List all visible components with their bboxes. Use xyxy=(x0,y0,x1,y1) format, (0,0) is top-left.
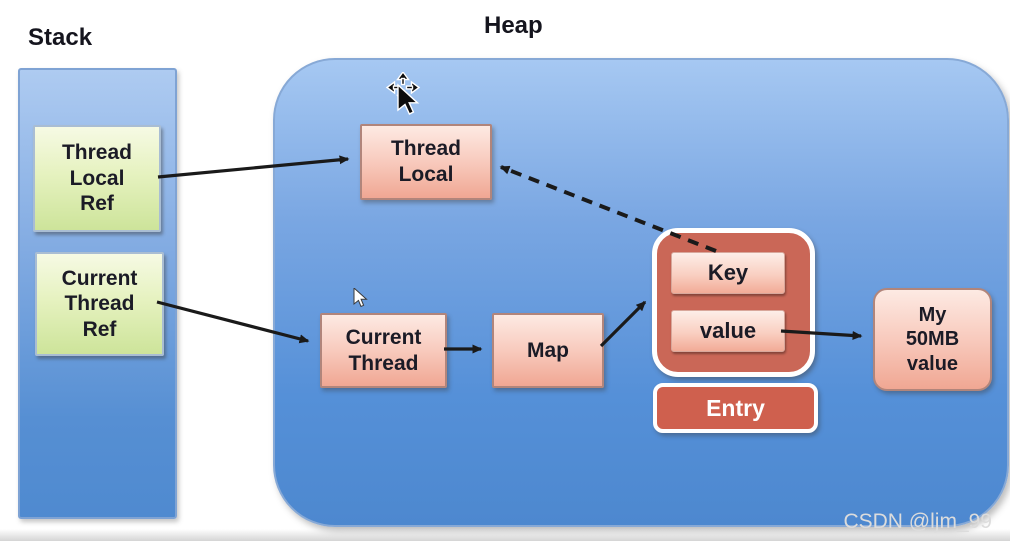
node-key: Key xyxy=(671,252,785,294)
heap-title: Heap xyxy=(484,12,543,39)
node-thread-local: Thread Local xyxy=(360,124,492,200)
entry-label: Entry xyxy=(653,383,818,433)
node-my-50mb-value: My 50MB value xyxy=(873,288,992,391)
watermark: CSDN @ljm_99 xyxy=(843,510,992,533)
node-value: value xyxy=(671,310,785,352)
bottom-shadow xyxy=(0,529,1010,541)
node-map: Map xyxy=(492,313,604,388)
node-thread-local-ref: Thread Local Ref xyxy=(33,125,161,232)
node-current-thread: Current Thread xyxy=(320,313,447,388)
entry-container: Key value xyxy=(652,228,815,377)
stack-title: Stack xyxy=(28,24,93,51)
node-current-thread-ref: Current Thread Ref xyxy=(35,252,164,356)
